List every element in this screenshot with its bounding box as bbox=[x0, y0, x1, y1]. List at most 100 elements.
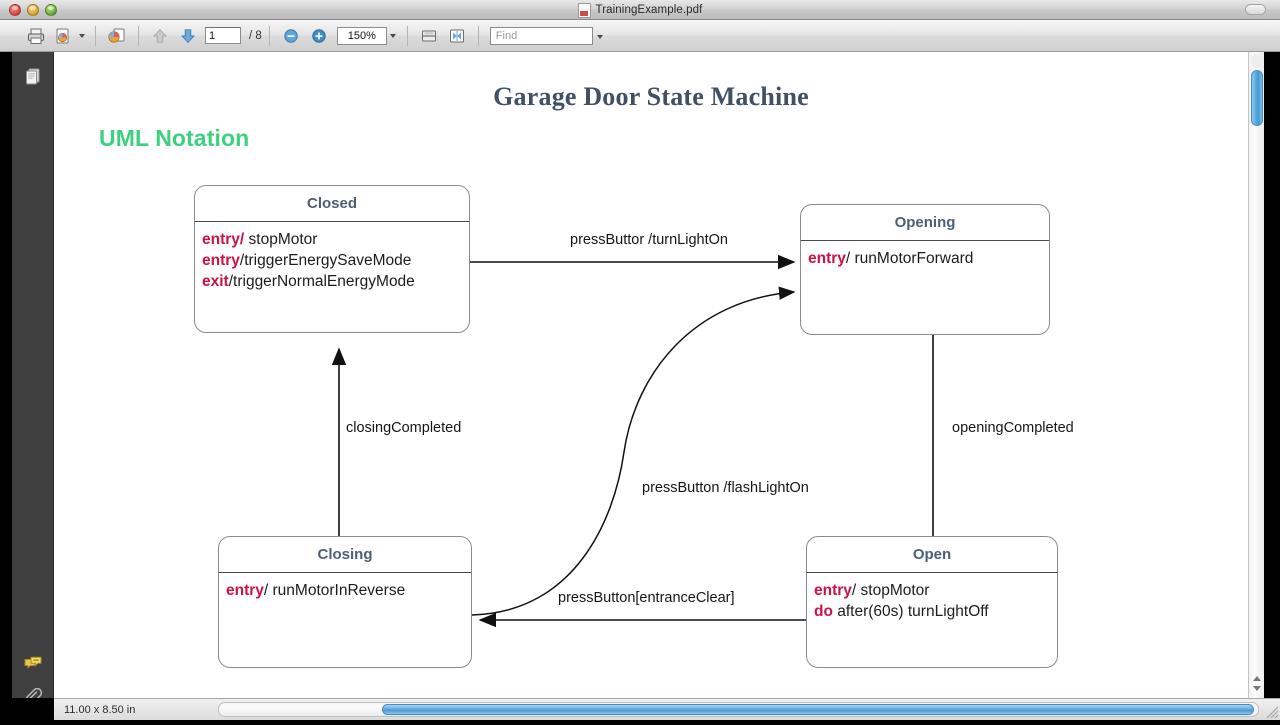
action-text: stopMotor bbox=[244, 231, 318, 248]
state-closed-body: entry/ stopMotor entry/triggerEnergySave… bbox=[195, 222, 469, 292]
find-dropdown-caret[interactable] bbox=[596, 34, 603, 39]
state-closing-name: Closing bbox=[219, 537, 471, 573]
action-text: after(60s) turnLightOff bbox=[832, 603, 989, 620]
find-placeholder: Find bbox=[495, 29, 518, 42]
printer-icon bbox=[28, 28, 44, 44]
title-bar: TrainingExample.pdf bbox=[0, 0, 1280, 20]
keyword: entry bbox=[814, 582, 852, 599]
toolbar-separator bbox=[268, 25, 270, 46]
sidebar-item-comments[interactable] bbox=[21, 652, 45, 676]
state-open[interactable]: Open entry/ stopMotor do after(60s) turn… bbox=[806, 536, 1058, 668]
label-open-to-closing: pressButton[entranceClear] bbox=[558, 590, 735, 606]
toolbar-separator bbox=[477, 25, 479, 46]
state-closed-action-1: entry/triggerEnergySaveMode bbox=[202, 250, 469, 271]
vertical-scrollbar-arrows[interactable] bbox=[1249, 670, 1264, 698]
resize-grip-icon bbox=[1266, 706, 1279, 719]
previous-page-button[interactable] bbox=[148, 24, 172, 48]
state-closing[interactable]: Closing entry/ runMotorInReverse bbox=[218, 536, 472, 668]
window-title: TrainingExample.pdf bbox=[595, 4, 703, 16]
window-resize-grip[interactable] bbox=[1264, 698, 1280, 720]
fit-width-icon bbox=[421, 30, 436, 41]
action-text: triggerEnergySaveMode bbox=[244, 252, 412, 269]
print-button[interactable] bbox=[24, 24, 48, 48]
minimize-window-button[interactable] bbox=[27, 4, 39, 16]
next-page-button[interactable] bbox=[176, 24, 200, 48]
state-open-body: entry/ stopMotor do after(60s) turnLight… bbox=[807, 573, 1057, 622]
page-total-label: / 8 bbox=[249, 29, 262, 42]
close-window-button[interactable] bbox=[9, 4, 21, 16]
keyword: entry bbox=[202, 252, 240, 269]
state-closing-action-0: entry/ runMotorInReverse bbox=[226, 580, 471, 601]
zoom-dropdown-caret[interactable] bbox=[387, 27, 400, 45]
tools-icon bbox=[108, 28, 125, 43]
edge-closing-to-opening bbox=[471, 286, 796, 616]
save-as-dropdown-caret[interactable] bbox=[79, 33, 85, 38]
state-closed-action-2: exit/triggerNormalEnergyMode bbox=[202, 271, 469, 292]
keyword: entry bbox=[202, 231, 240, 248]
save-as-button[interactable] bbox=[52, 24, 76, 48]
tools-button[interactable] bbox=[105, 24, 129, 48]
document-viewport[interactable]: Garage Door State Machine UML Notation bbox=[54, 52, 1248, 698]
toolbar-toggle-button[interactable] bbox=[1245, 4, 1266, 15]
zoom-out-button[interactable] bbox=[279, 24, 303, 48]
keyword: exit bbox=[202, 273, 229, 290]
keyword: entry bbox=[226, 582, 264, 599]
label-closing-to-closed: closingCompleted bbox=[346, 420, 462, 436]
keyword: do bbox=[814, 603, 833, 620]
zoom-in-button[interactable] bbox=[307, 24, 331, 48]
window-title-group: TrainingExample.pdf bbox=[0, 0, 1280, 20]
label-closed-to-opening: pressButtor /turnLightOn bbox=[570, 232, 728, 248]
state-opening[interactable]: Opening entry/ runMotorForward bbox=[800, 204, 1050, 335]
state-closing-body: entry/ runMotorInReverse bbox=[219, 573, 471, 601]
vertical-scrollbar-track-top bbox=[1251, 54, 1263, 68]
horizontal-scrollbar-thumb[interactable] bbox=[382, 704, 1254, 715]
comment-icon bbox=[24, 656, 42, 670]
horizontal-scrollbar[interactable] bbox=[218, 702, 1259, 717]
left-sidebar bbox=[12, 52, 54, 720]
maximize-window-button[interactable] bbox=[45, 4, 57, 16]
fit-width-button[interactable] bbox=[417, 24, 441, 48]
page-title: Garage Door State Machine bbox=[493, 82, 809, 111]
pdf-file-icon bbox=[577, 2, 591, 18]
sidebar-item-pages[interactable] bbox=[21, 64, 45, 88]
separator: / bbox=[239, 231, 245, 248]
state-closed-name: Closed bbox=[195, 186, 469, 222]
keyword: entry bbox=[808, 250, 846, 267]
zoom-in-icon bbox=[312, 28, 326, 43]
state-closed-action-0: entry/ stopMotor bbox=[202, 229, 469, 250]
action-text: stopMotor bbox=[856, 582, 930, 599]
page-number-input[interactable] bbox=[205, 27, 241, 44]
vertical-scrollbar[interactable] bbox=[1248, 52, 1264, 698]
state-closed[interactable]: Closed entry/ stopMotor entry/triggerEne… bbox=[194, 185, 470, 333]
separator: / bbox=[851, 582, 857, 599]
zoom-out-icon bbox=[284, 28, 298, 43]
state-open-action-1: do after(60s) turnLightOff bbox=[814, 601, 1057, 622]
pdf-page: Garage Door State Machine UML Notation bbox=[54, 52, 1248, 698]
toolbar-separator bbox=[406, 25, 408, 46]
scroll-down-arrow-icon[interactable] bbox=[1253, 686, 1261, 691]
label-closing-to-opening: pressButton /flashLightOn bbox=[642, 480, 809, 496]
scroll-up-arrow-icon[interactable] bbox=[1253, 676, 1261, 681]
page-dimensions-label: 11.00 x 8.50 in bbox=[64, 703, 136, 716]
label-opening-to-open: openingCompleted bbox=[952, 420, 1074, 436]
status-bar: 11.00 x 8.50 in bbox=[54, 698, 1280, 720]
state-opening-name: Opening bbox=[801, 205, 1049, 241]
state-opening-action-0: entry/ runMotorForward bbox=[808, 248, 1049, 269]
action-text: runMotorInReverse bbox=[268, 582, 406, 599]
separator: / bbox=[845, 250, 851, 267]
toolbar-separator bbox=[95, 25, 96, 46]
zoom-level-display[interactable]: 150% bbox=[336, 26, 387, 45]
separator: / bbox=[228, 273, 234, 290]
save-as-icon bbox=[56, 28, 69, 43]
action-text: triggerNormalEnergyMode bbox=[233, 273, 415, 290]
toolbar-separator bbox=[138, 25, 139, 46]
action-text: runMotorForward bbox=[850, 250, 974, 267]
main-toolbar: / 8 150% bbox=[0, 20, 1280, 52]
pages-icon bbox=[26, 68, 40, 85]
vertical-scrollbar-thumb[interactable] bbox=[1251, 70, 1263, 126]
find-input[interactable]: Find bbox=[489, 26, 603, 45]
state-opening-body: entry/ runMotorForward bbox=[801, 241, 1049, 269]
fit-page-button[interactable] bbox=[445, 24, 469, 48]
page-subtitle: UML Notation bbox=[99, 125, 250, 151]
arrow-down-icon bbox=[180, 28, 196, 43]
